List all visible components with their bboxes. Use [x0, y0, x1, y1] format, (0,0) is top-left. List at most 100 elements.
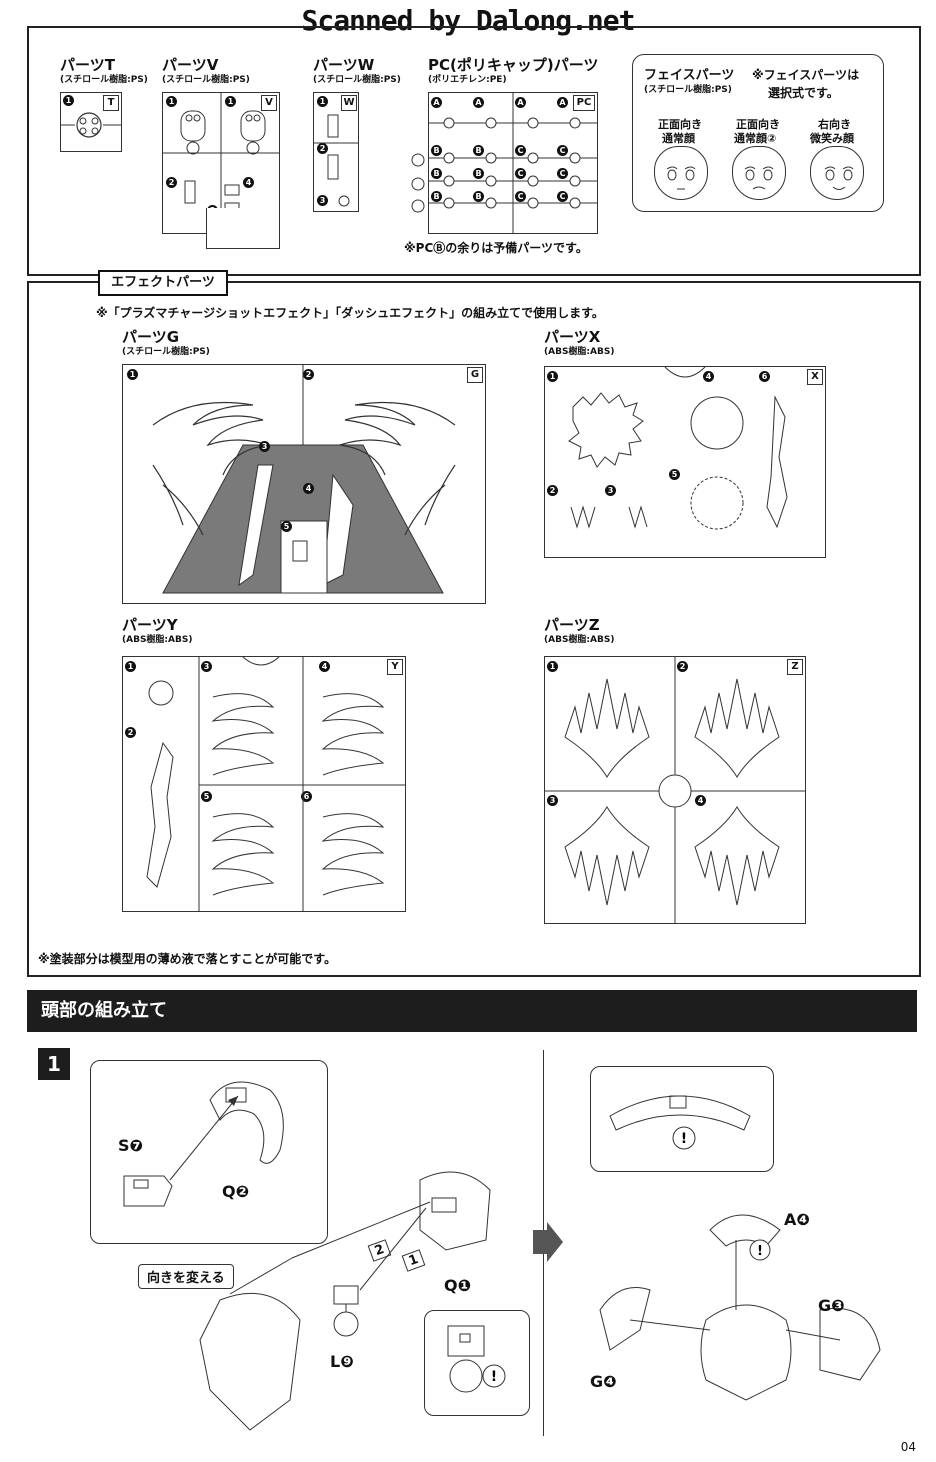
part-y-tag: Y: [387, 659, 403, 675]
part-v-tag: V: [261, 95, 277, 111]
part-letter-badge: B: [473, 168, 484, 179]
part-number-badge: 1: [547, 371, 558, 382]
part-z-tag: Z: [787, 659, 803, 675]
part-letter-badge: A: [431, 97, 442, 108]
part-number-badge: 1: [547, 661, 558, 672]
part-y-runner: 1 2 3 4 5 6 Y: [122, 656, 406, 912]
rotate-callout: 向きを変える: [138, 1264, 234, 1289]
part-g-drawing: [152, 365, 456, 594]
part-number-badge: 1: [166, 96, 177, 107]
face-normal-front: [654, 146, 708, 200]
effect-parts-note: ※「プラズマチャージショットエフェクト」「ダッシュエフェクト」の組み立てで使用し…: [96, 306, 604, 320]
effect-box: [27, 281, 921, 977]
part-letter-badge: C: [557, 191, 568, 202]
face-label-2b: 通常顔②: [734, 132, 777, 145]
step-number: 1: [38, 1048, 70, 1080]
part-number-badge: 2: [166, 177, 177, 188]
part-number-badge: 6: [301, 791, 312, 802]
part-t-tag: T: [103, 95, 119, 111]
part-x-tag: X: [807, 369, 823, 385]
part-letter-badge: B: [473, 191, 484, 202]
assembly-drawing-right: !: [599, 1214, 881, 1401]
part-number-badge: 5: [669, 469, 680, 480]
label-g3: G❸: [818, 1296, 845, 1315]
part-w-material: (スチロール樹脂:PS): [313, 75, 401, 85]
part-letter-badge: B: [473, 145, 484, 156]
part-w-runner: 1 W 2 3: [313, 92, 359, 212]
part-y-drawing: [146, 656, 405, 911]
part-w-drawing: [314, 114, 358, 207]
part-g-tag: G: [467, 367, 483, 383]
detail-drawing-small: !: [447, 1325, 506, 1393]
part-letter-badge: C: [557, 168, 568, 179]
part-z-drawing: [545, 657, 805, 923]
face-drawing: [824, 166, 854, 190]
face-parts-note-2: 選択式です。: [768, 86, 839, 100]
part-y-title: パーツY: [122, 616, 178, 634]
paint-note: ※塗装部分は模型用の薄め液で落とすことが可能です。: [38, 952, 337, 966]
part-number-badge: 4: [703, 371, 714, 382]
part-letter-badge: B: [431, 191, 442, 202]
part-number-badge: 4: [319, 661, 330, 672]
part-t-runner: 1 T: [60, 92, 122, 152]
section-title: 頭部の組み立て: [27, 990, 917, 1032]
part-pc-drawing: [429, 93, 597, 233]
part-number-badge: 3: [547, 795, 558, 806]
face-parts-note-1: ※フェイスパーツは: [752, 68, 860, 82]
part-letter-badge: C: [515, 168, 526, 179]
part-letter-badge: A: [473, 97, 484, 108]
part-x-runner: 1 4 6 X 2 3 5: [544, 366, 826, 558]
part-number-badge: 3: [317, 195, 328, 206]
parts-box: [27, 26, 921, 276]
part-g-runner: 1 2 G 3 4 5: [122, 364, 486, 604]
face-parts-box: [632, 54, 884, 212]
part-letter-badge: B: [431, 168, 442, 179]
face-drawing: [666, 166, 696, 190]
effect-parts-tab: エフェクトパーツ: [98, 270, 228, 296]
part-letter-badge: A: [557, 97, 568, 108]
part-number-badge: 3: [605, 485, 616, 496]
face-parts-title: フェイスパーツ: [644, 68, 735, 83]
part-number-badge: 1: [225, 96, 236, 107]
part-z-title: パーツZ: [544, 616, 600, 634]
assembly-drawing-left: [199, 1171, 491, 1431]
part-t-drawing: [61, 112, 121, 138]
part-letter-badge: C: [515, 145, 526, 156]
face-drawing: [744, 166, 774, 190]
part-number-badge: 1: [125, 661, 136, 672]
svg-text:!: !: [757, 1244, 763, 1259]
part-number-badge: 5: [201, 791, 212, 802]
part-y-material: (ABS樹脂:ABS): [122, 635, 193, 645]
part-letter-badge: A: [515, 97, 526, 108]
face-smile-right: [810, 146, 864, 200]
pc-spare-sprue: [411, 153, 425, 213]
label-s7: S❼: [118, 1136, 144, 1155]
detail-drawing-right: !: [609, 1095, 751, 1150]
face-label-1a: 正面向き: [658, 118, 702, 131]
part-number-badge: 3: [259, 441, 270, 452]
part-pc-material: (ポリエチレン:PE): [428, 75, 507, 85]
part-number-badge: 2: [317, 143, 328, 154]
watermark-text: Scanned by Dalong.net: [301, 4, 635, 37]
part-g-title: パーツG: [122, 328, 180, 346]
part-number-badge: 3: [201, 661, 212, 672]
detail-box-left: [90, 1060, 328, 1244]
face-normal-front-2: [732, 146, 786, 200]
part-pc-title: PC(ポリキャップ)パーツ: [428, 56, 599, 74]
part-number-badge: 5: [281, 521, 292, 532]
face-parts-material: (スチロール樹脂:PS): [644, 85, 732, 95]
svg-text:!: !: [681, 1131, 687, 1147]
part-number-badge: 1: [317, 96, 328, 107]
part-pc-runner: PC A A A A B B C C B B C C B B C C: [428, 92, 598, 234]
part-v-material: (スチロール樹脂:PS): [162, 75, 250, 85]
face-label-3b: 微笑み顔: [810, 132, 854, 145]
part-number-badge: 2: [677, 661, 688, 672]
part-w-title: パーツW: [313, 56, 375, 74]
part-number-badge: 1: [127, 369, 138, 380]
pc-spare-note: ※PCⒷの余りは予備パーツです。: [404, 241, 588, 255]
part-g-material: (スチロール樹脂:PS): [122, 347, 210, 357]
part-number-badge: 2: [125, 727, 136, 738]
part-number-badge: 4: [695, 795, 706, 806]
label-g4: G❹: [590, 1372, 617, 1391]
part-number-badge: 4: [243, 177, 254, 188]
